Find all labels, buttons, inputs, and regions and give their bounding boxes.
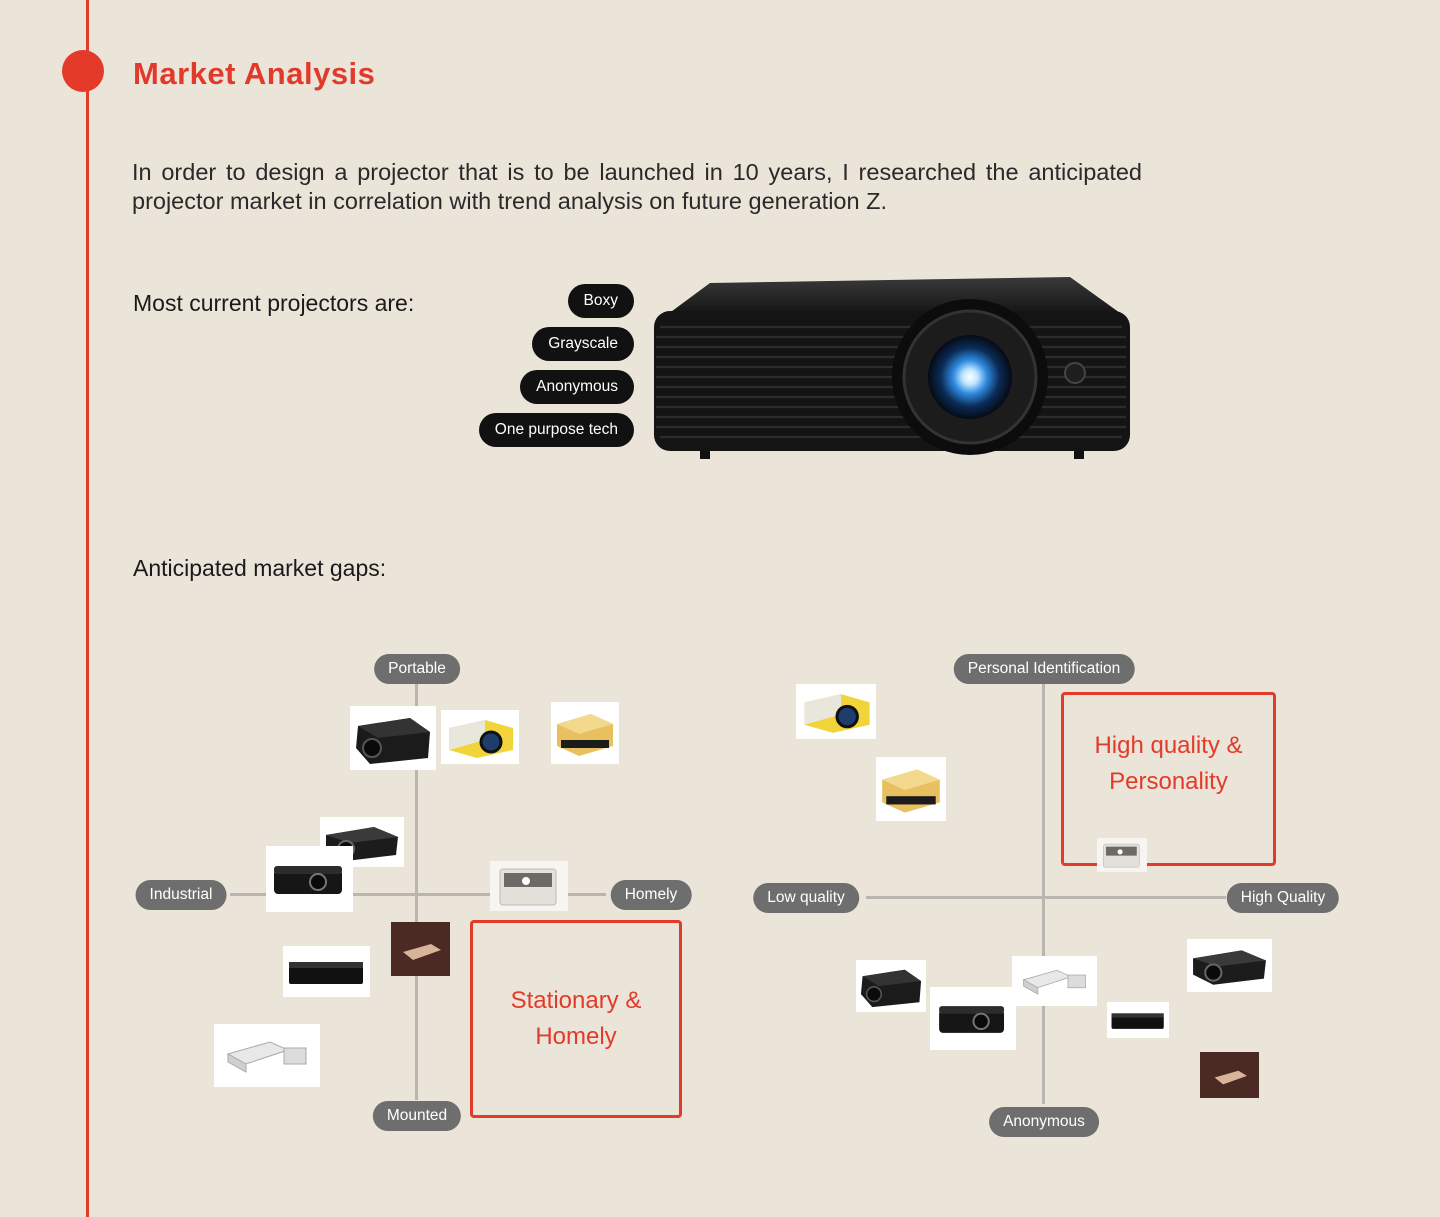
projector-thumb-black-cube bbox=[350, 706, 436, 770]
right-map-axis-bottom: Anonymous bbox=[989, 1107, 1099, 1137]
right-map-axis-top: Personal Identification bbox=[953, 654, 1135, 684]
projector-thumb-cube-white bbox=[490, 861, 568, 911]
projector-thumb-home-cinema bbox=[1187, 939, 1272, 992]
left-map-axis-top: Portable bbox=[374, 654, 460, 684]
projector-image bbox=[654, 277, 1130, 459]
projector-thumb-gold-mini bbox=[876, 757, 946, 821]
right-map-highlight-label: High quality & Personality bbox=[1094, 732, 1243, 795]
timeline-line bbox=[86, 0, 89, 1217]
projector-thumb-wood-tabletop bbox=[391, 922, 450, 976]
left-map-axis-left: Industrial bbox=[135, 880, 227, 910]
projector-thumb-black-cube bbox=[856, 960, 926, 1012]
section-title: Market Analysis bbox=[133, 56, 376, 91]
left-map-highlight-box: Stationary & Homely bbox=[470, 920, 682, 1118]
projector-thumb-cube-white bbox=[1097, 838, 1147, 872]
left-map-axis-bottom: Mounted bbox=[372, 1101, 462, 1131]
projector-thumb-business bbox=[266, 846, 353, 912]
projector-thumb-wall-mounted bbox=[1012, 956, 1097, 1006]
tag-boxy: Boxy bbox=[567, 284, 634, 318]
left-map-axis-right: Homely bbox=[610, 880, 692, 910]
left-map-horizontal-axis bbox=[230, 893, 606, 896]
right-map-axis-right: High Quality bbox=[1226, 883, 1340, 913]
tag-anonymous: Anonymous bbox=[520, 370, 634, 404]
intro-paragraph: In order to design a projector that is t… bbox=[132, 159, 1142, 214]
projector-thumb-laser-tv bbox=[1107, 1002, 1169, 1038]
projector-thumb-yellow-mini bbox=[441, 710, 519, 764]
timeline-dot bbox=[62, 50, 104, 92]
right-map-highlight-box: High quality & Personality bbox=[1061, 692, 1276, 866]
projector-thumb-wood-tabletop bbox=[1200, 1052, 1259, 1098]
current-projectors-heading: Most current projectors are: bbox=[133, 290, 415, 316]
projector-thumb-yellow-mini bbox=[796, 684, 876, 739]
right-map-vertical-axis bbox=[1042, 684, 1045, 1104]
projector-thumb-wall-mounted bbox=[214, 1024, 320, 1087]
market-gaps-heading: Anticipated market gaps: bbox=[133, 555, 387, 581]
right-map-axis-left: Low quality bbox=[753, 883, 859, 913]
left-map-vertical-axis bbox=[415, 684, 418, 1100]
tag-one-purpose-tech: One purpose tech bbox=[478, 413, 634, 447]
left-map-highlight-label: Stationary & Homely bbox=[510, 987, 642, 1050]
tag-grayscale: Grayscale bbox=[532, 327, 634, 361]
projector-thumb-business bbox=[930, 987, 1016, 1050]
right-map-horizontal-axis bbox=[866, 896, 1226, 899]
projector-thumb-laser-tv bbox=[283, 946, 370, 997]
projector-thumb-gold-mini bbox=[551, 702, 619, 764]
